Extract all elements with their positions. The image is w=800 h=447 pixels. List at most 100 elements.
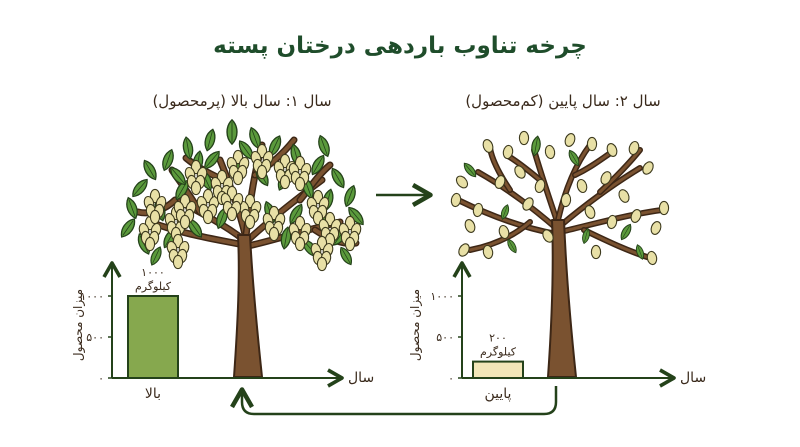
bar-value-label: ۱۰۰۰ bbox=[141, 266, 165, 279]
branch bbox=[556, 143, 592, 222]
pistachio-nut bbox=[172, 254, 184, 270]
pistachio-nut bbox=[179, 214, 191, 230]
pistachio-nut bbox=[279, 174, 291, 190]
pistachio-nut bbox=[202, 209, 214, 225]
bar-value-label: ۲۰۰ bbox=[489, 332, 507, 345]
leaf bbox=[507, 238, 517, 254]
leaf bbox=[568, 149, 580, 167]
nut-cluster bbox=[166, 233, 190, 270]
pistachio-nut bbox=[455, 175, 469, 189]
low-yield-tree-nuts bbox=[450, 130, 670, 266]
leaf bbox=[348, 206, 364, 226]
pistachio-nut bbox=[522, 197, 534, 211]
pistachio-nut bbox=[344, 236, 356, 252]
low-yield-tree-leaves bbox=[463, 135, 645, 260]
pistachio-nut bbox=[294, 176, 306, 192]
leaf bbox=[289, 203, 303, 225]
pistachio-nut bbox=[534, 178, 546, 194]
leaf bbox=[226, 118, 238, 146]
leaf bbox=[463, 162, 477, 178]
nut-cluster bbox=[288, 215, 312, 252]
x-axis-title: سال bbox=[680, 370, 706, 386]
leaf bbox=[500, 204, 510, 220]
pistachio-nut bbox=[514, 165, 526, 179]
y-tick-label: ۱۰۰۰ bbox=[80, 290, 104, 303]
pistachio-nut bbox=[458, 243, 470, 257]
pistachio-nut bbox=[544, 144, 556, 160]
leaf bbox=[204, 128, 216, 152]
pistachio-nut bbox=[542, 229, 554, 243]
leaf bbox=[126, 196, 138, 220]
low-yield-tree-trunk bbox=[547, 219, 577, 378]
leaf bbox=[120, 218, 136, 238]
diagram-title: چرخه تناوب باردهی درختان پسته bbox=[213, 33, 587, 59]
pistachio-nut bbox=[606, 143, 618, 157]
branch bbox=[476, 170, 558, 230]
pistachio-nut bbox=[630, 209, 642, 223]
nut-cluster bbox=[184, 159, 208, 196]
y-axis-title: میزان محصول bbox=[408, 289, 423, 361]
low-yield-tree bbox=[450, 130, 670, 378]
y-tick-label: ۵۰۰ bbox=[86, 331, 104, 344]
bar-category-label: پایین bbox=[485, 386, 512, 402]
y-tick-label: ۰ bbox=[448, 372, 454, 385]
bar-high bbox=[127, 295, 179, 379]
leaf bbox=[182, 136, 194, 160]
branch-outline bbox=[467, 219, 533, 253]
leaf bbox=[344, 184, 356, 208]
pistachio-nut bbox=[482, 139, 494, 153]
nut-cluster bbox=[262, 205, 286, 242]
pistachio-nut bbox=[590, 244, 602, 260]
high-yield-tree-nut-clusters bbox=[138, 143, 362, 272]
pistachio-nut bbox=[226, 206, 238, 222]
nut-cluster bbox=[318, 211, 342, 248]
branch bbox=[598, 148, 642, 194]
leaf bbox=[162, 148, 174, 172]
y-tick-label: ۱۰۰۰ bbox=[430, 290, 454, 303]
pistachio-nut bbox=[584, 205, 596, 219]
leaf bbox=[170, 166, 186, 186]
leaf bbox=[318, 134, 330, 158]
high-yield-tree-trunk bbox=[233, 234, 263, 378]
y-tick-label: ۰ bbox=[98, 372, 104, 385]
leaf bbox=[531, 135, 541, 157]
branch bbox=[298, 163, 332, 202]
pistachio-nut bbox=[650, 221, 662, 235]
nut-cluster bbox=[173, 193, 197, 230]
pistachio-nut bbox=[600, 171, 612, 185]
pistachio-nut bbox=[244, 214, 256, 230]
pistachio-nut bbox=[464, 219, 476, 233]
leaf bbox=[620, 223, 632, 241]
pistachio-nut bbox=[560, 192, 572, 208]
leaf bbox=[311, 154, 325, 176]
pistachio-nut bbox=[494, 175, 506, 189]
pistachio-nut bbox=[576, 178, 588, 194]
pistachio-nut bbox=[256, 164, 268, 180]
nut-cluster bbox=[338, 215, 362, 252]
pistachio-nut bbox=[606, 214, 618, 230]
pistachio-nut bbox=[450, 192, 462, 208]
y-axis-ticks: ۰ ۵۰۰ ۱۰۰۰ bbox=[80, 290, 112, 385]
pistachio-nut bbox=[646, 250, 658, 266]
nut-cluster bbox=[220, 185, 244, 222]
leaf bbox=[150, 246, 162, 266]
bar-unit-label: کیلوگرم bbox=[480, 346, 517, 359]
pistachio-nut bbox=[586, 136, 598, 152]
leaf bbox=[582, 227, 590, 245]
nut-cluster bbox=[310, 235, 334, 272]
panel-label-low-year: سال ۲: سال پایین (کم‌محصول) bbox=[465, 92, 660, 111]
high-yield-tree bbox=[120, 118, 364, 378]
branch bbox=[468, 220, 532, 252]
return-arrow bbox=[230, 386, 558, 416]
bar-category-label: بالا bbox=[145, 386, 161, 402]
panel-label-high-year: سال ۱: سال بالا (پرمحصول) bbox=[152, 92, 331, 111]
y-axis-title: میزان محصول bbox=[71, 289, 86, 361]
pistachio-nut bbox=[316, 256, 328, 272]
pistachio-nut bbox=[268, 226, 280, 242]
pistachio-nut bbox=[498, 224, 510, 240]
bar-low bbox=[472, 360, 524, 380]
pistachio-nut bbox=[482, 244, 494, 260]
